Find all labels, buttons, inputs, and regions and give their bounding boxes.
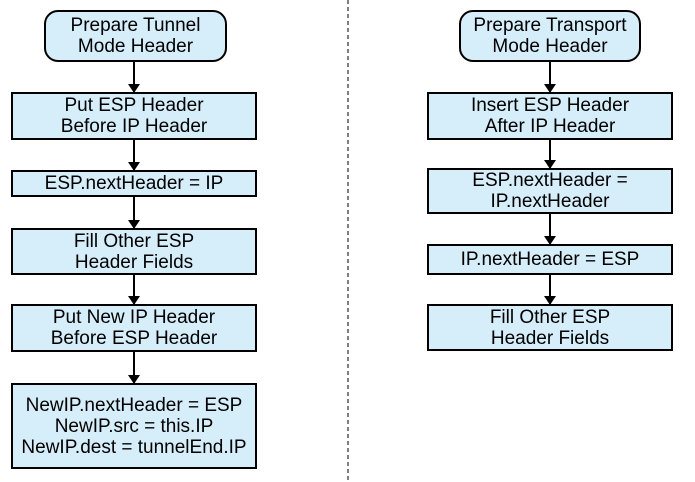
- arrowhead-down-icon: [128, 162, 140, 171]
- arrow-tunnel-3: [128, 197, 140, 229]
- node-insert-esp-header-after-ip: Insert ESP Header After IP Header: [427, 92, 673, 140]
- arrow-tunnel-5: [128, 352, 140, 384]
- arrowhead-down-icon: [128, 296, 140, 305]
- arrowhead-down-icon: [128, 220, 140, 229]
- node-esp-nextheader-ipnextheader: ESP.nextHeader = IP.nextHeader: [427, 168, 673, 214]
- node-prepare-transport-mode-header: Prepare Transport Mode Header: [459, 10, 641, 62]
- arrow-tunnel-4: [128, 275, 140, 305]
- arrow-transport-3: [544, 214, 556, 245]
- node-put-new-ip-header: Put New IP Header Before ESP Header: [11, 304, 257, 352]
- node-fill-other-esp-fields-tunnel: Fill Other ESP Header Fields: [11, 228, 257, 275]
- arrow-transport-4: [544, 275, 556, 305]
- arrow-transport-2: [544, 140, 556, 169]
- arrowhead-down-icon: [544, 160, 556, 169]
- node-esp-nextheader-ip: ESP.nextHeader = IP: [11, 170, 257, 197]
- node-ip-nextheader-esp: IP.nextHeader = ESP: [427, 244, 673, 275]
- arrow-transport-1: [544, 62, 556, 93]
- arrow-tunnel-1: [128, 62, 140, 93]
- arrow-tunnel-2: [128, 140, 140, 171]
- node-put-esp-header-before-ip: Put ESP Header Before IP Header: [11, 92, 257, 140]
- column-divider: [347, 0, 349, 482]
- node-fill-other-esp-fields-transport: Fill Other ESP Header Fields: [427, 304, 673, 351]
- arrowhead-down-icon: [544, 236, 556, 245]
- arrowhead-down-icon: [128, 375, 140, 384]
- node-newip-assignments: NewIP.nextHeader = ESP NewIP.src = this.…: [11, 383, 257, 469]
- arrowhead-down-icon: [544, 84, 556, 93]
- arrowhead-down-icon: [128, 84, 140, 93]
- node-prepare-tunnel-mode-header: Prepare Tunnel Mode Header: [44, 10, 227, 62]
- arrowhead-down-icon: [544, 296, 556, 305]
